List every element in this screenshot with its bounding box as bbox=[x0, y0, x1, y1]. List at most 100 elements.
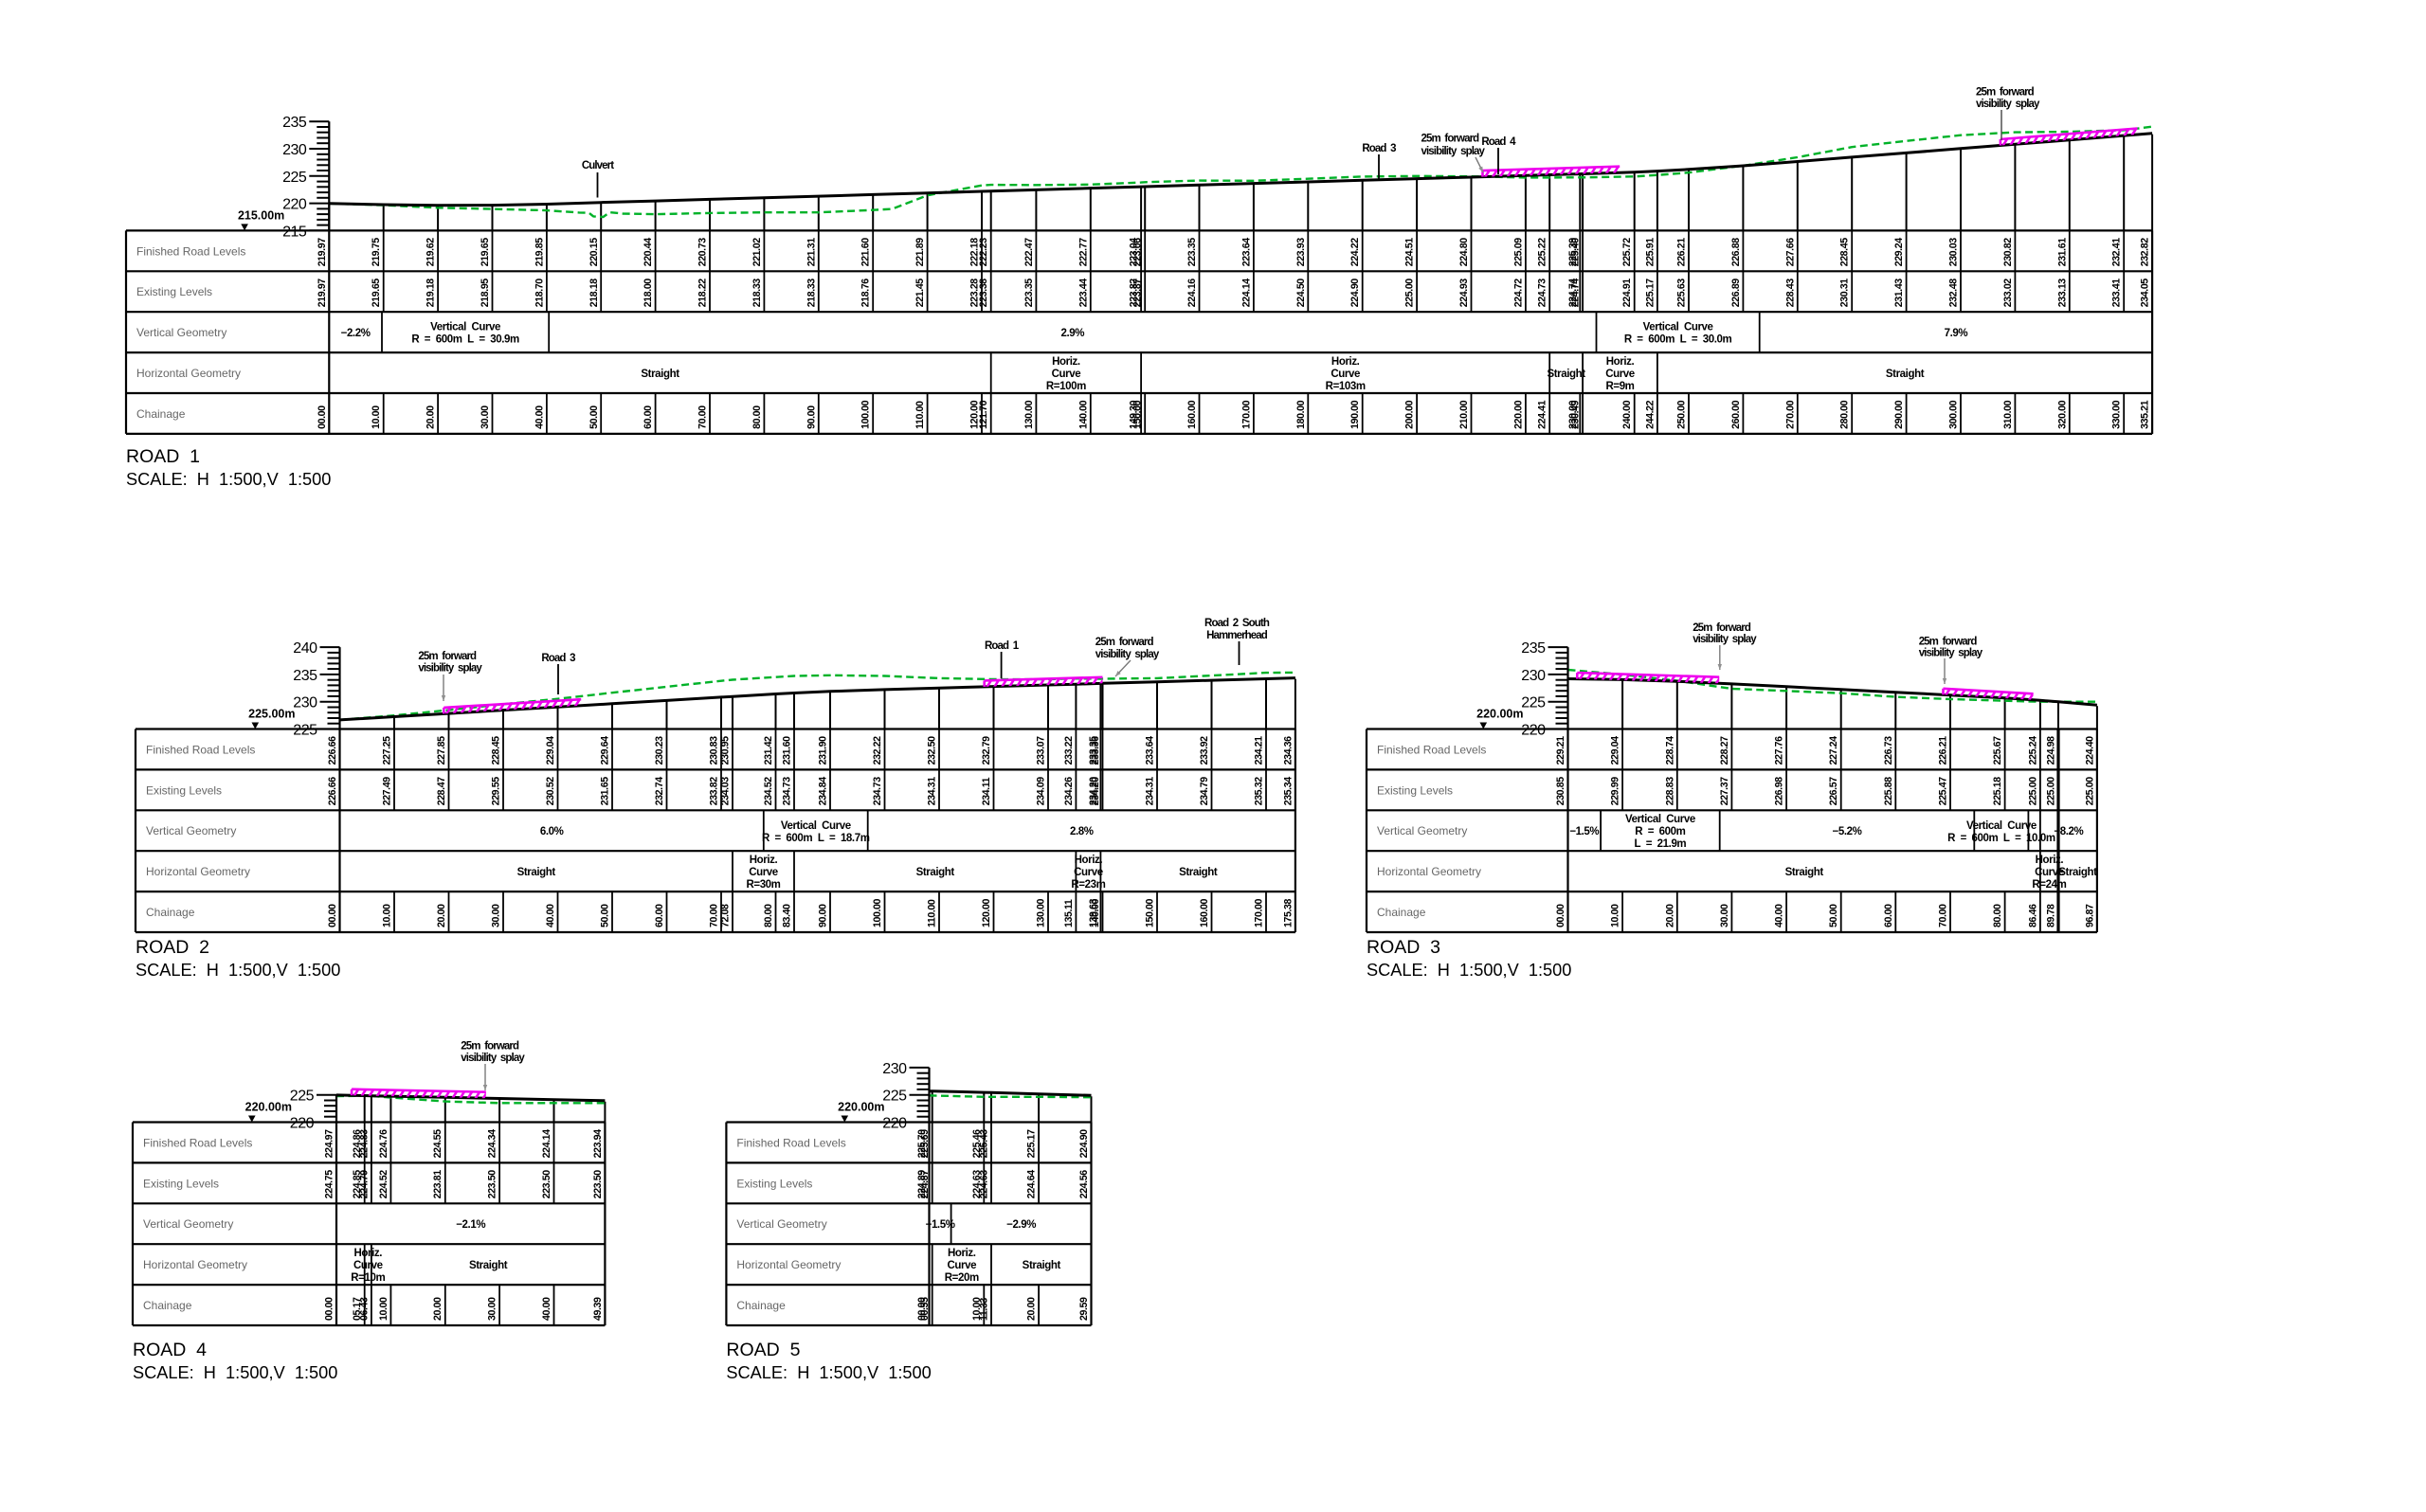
svg-text:visibility splay: visibility splay bbox=[461, 1053, 525, 1064]
svg-text:Existing Levels: Existing Levels bbox=[143, 1177, 219, 1190]
svg-text:R=23m: R=23m bbox=[1071, 879, 1105, 891]
svg-text:225.70: 225.70 bbox=[916, 1129, 928, 1159]
svg-text:224.75: 224.75 bbox=[324, 1170, 335, 1199]
svg-text:223.04: 223.04 bbox=[1129, 238, 1140, 267]
svg-text:224.87: 224.87 bbox=[919, 1170, 931, 1199]
svg-text:Curve: Curve bbox=[353, 1260, 383, 1271]
svg-text:233.92: 233.92 bbox=[1199, 736, 1210, 765]
svg-text:225.00: 225.00 bbox=[2046, 777, 2057, 806]
svg-text:Vertical Curve: Vertical Curve bbox=[781, 820, 851, 832]
svg-text:218.95: 218.95 bbox=[480, 279, 491, 308]
svg-text:Horiz.: Horiz. bbox=[1052, 356, 1080, 368]
svg-text:−1.5%: −1.5% bbox=[1569, 826, 1599, 837]
svg-text:229.99: 229.99 bbox=[1610, 777, 1621, 806]
svg-text:Finished Road Levels: Finished Road Levels bbox=[143, 1137, 252, 1150]
svg-text:−2.2%: −2.2% bbox=[341, 328, 371, 339]
svg-text:Horiz.: Horiz. bbox=[1331, 356, 1360, 368]
svg-text:00.00: 00.00 bbox=[324, 1297, 335, 1321]
svg-text:200.00: 200.00 bbox=[1404, 400, 1416, 429]
svg-text:Straight: Straight bbox=[1547, 369, 1585, 380]
svg-text:83.40: 83.40 bbox=[782, 904, 793, 927]
svg-text:−1.5%: −1.5% bbox=[926, 1219, 955, 1231]
svg-text:Existing Levels: Existing Levels bbox=[146, 783, 222, 797]
svg-text:2.8%: 2.8% bbox=[1070, 826, 1094, 837]
svg-text:Road 4: Road 4 bbox=[1481, 136, 1516, 148]
svg-text:Chainage: Chainage bbox=[1377, 906, 1426, 919]
svg-text:Horiz.: Horiz. bbox=[2036, 855, 2064, 866]
svg-text:230.23: 230.23 bbox=[654, 736, 665, 765]
svg-text:190.00: 190.00 bbox=[1349, 400, 1361, 429]
svg-text:222.77: 222.77 bbox=[1077, 238, 1089, 267]
svg-text:Road 3: Road 3 bbox=[1362, 143, 1396, 154]
svg-text:50.00: 50.00 bbox=[588, 405, 600, 429]
svg-text:140.00: 140.00 bbox=[1090, 898, 1101, 927]
svg-text:233.13: 233.13 bbox=[2056, 279, 2068, 308]
svg-text:Straight: Straight bbox=[641, 369, 679, 380]
svg-text:25m forward: 25m forward bbox=[1976, 87, 2035, 99]
svg-text:Chainage: Chainage bbox=[136, 407, 186, 421]
svg-text:−5.2%: −5.2% bbox=[1833, 826, 1862, 837]
svg-text:230.00: 230.00 bbox=[1567, 400, 1579, 429]
svg-text:220.00: 220.00 bbox=[1512, 400, 1524, 429]
svg-text:226.21: 226.21 bbox=[1676, 238, 1688, 267]
svg-text:90.00: 90.00 bbox=[806, 405, 817, 429]
svg-text:Curve: Curve bbox=[1331, 369, 1360, 380]
svg-text:10.00: 10.00 bbox=[382, 904, 393, 927]
svg-text:visibility splay: visibility splay bbox=[1919, 648, 1983, 659]
svg-text:L = 21.9m: L = 21.9m bbox=[1635, 838, 1687, 850]
svg-text:224.55: 224.55 bbox=[432, 1129, 444, 1159]
svg-text:225: 225 bbox=[290, 1089, 315, 1105]
svg-text:225.69: 225.69 bbox=[919, 1129, 931, 1159]
svg-text:231.90: 231.90 bbox=[818, 736, 829, 765]
svg-text:228.83: 228.83 bbox=[1664, 777, 1675, 806]
svg-text:221.45: 221.45 bbox=[914, 279, 926, 308]
svg-text:229.64: 229.64 bbox=[600, 736, 611, 765]
svg-text:70.00: 70.00 bbox=[709, 904, 720, 927]
svg-text:226.57: 226.57 bbox=[1828, 777, 1839, 806]
svg-text:224.90: 224.90 bbox=[1078, 1129, 1090, 1159]
svg-text:Horiz.: Horiz. bbox=[354, 1248, 383, 1259]
svg-text:219.18: 219.18 bbox=[425, 279, 437, 308]
svg-text:233.07: 233.07 bbox=[1036, 736, 1047, 765]
svg-text:R = 600m L = 30.9m: R = 600m L = 30.9m bbox=[411, 334, 519, 346]
svg-text:R=10m: R=10m bbox=[351, 1272, 385, 1284]
svg-text:Finished Road Levels: Finished Road Levels bbox=[1377, 744, 1486, 757]
svg-text:Straight: Straight bbox=[1179, 867, 1218, 878]
svg-text:233.64: 233.64 bbox=[1145, 736, 1156, 765]
svg-text:234.52: 234.52 bbox=[763, 777, 774, 806]
svg-text:224.40: 224.40 bbox=[2084, 736, 2095, 765]
svg-text:232.82: 232.82 bbox=[2140, 238, 2151, 267]
svg-text:20.00: 20.00 bbox=[1026, 1297, 1038, 1321]
svg-text:224.52: 224.52 bbox=[378, 1170, 389, 1199]
svg-text:25m forward: 25m forward bbox=[1095, 637, 1154, 648]
svg-text:227.24: 227.24 bbox=[1828, 736, 1839, 765]
svg-text:160.00: 160.00 bbox=[1199, 898, 1210, 927]
svg-text:225.17: 225.17 bbox=[1644, 279, 1656, 308]
svg-text:230.85: 230.85 bbox=[1555, 777, 1566, 806]
svg-text:visibility splay: visibility splay bbox=[1095, 649, 1160, 660]
svg-text:ROAD 2: ROAD 2 bbox=[136, 937, 209, 958]
svg-text:10.00: 10.00 bbox=[378, 1297, 389, 1321]
svg-text:Finished Road Levels: Finished Road Levels bbox=[736, 1137, 845, 1150]
svg-text:Road 3: Road 3 bbox=[541, 653, 575, 664]
svg-text:227.66: 227.66 bbox=[1784, 238, 1796, 267]
svg-text:234.21: 234.21 bbox=[1254, 736, 1265, 765]
svg-text:100.00: 100.00 bbox=[872, 898, 883, 927]
svg-text:224.79: 224.79 bbox=[358, 1170, 370, 1199]
svg-text:229.21: 229.21 bbox=[1555, 736, 1566, 765]
svg-text:Curve: Curve bbox=[1052, 369, 1081, 380]
svg-text:233.41: 233.41 bbox=[2111, 279, 2123, 308]
svg-text:Horiz.: Horiz. bbox=[750, 855, 778, 866]
svg-text:225.00m: 225.00m bbox=[248, 708, 295, 721]
svg-text:231.61: 231.61 bbox=[2056, 238, 2068, 267]
svg-text:120.00: 120.00 bbox=[969, 400, 981, 429]
svg-text:233.82: 233.82 bbox=[709, 777, 720, 806]
svg-text:225.91: 225.91 bbox=[1644, 238, 1656, 267]
svg-text:226.98: 226.98 bbox=[1774, 777, 1785, 806]
svg-text:30.00: 30.00 bbox=[480, 405, 491, 429]
svg-text:Road 1: Road 1 bbox=[985, 640, 1020, 652]
svg-text:220.44: 220.44 bbox=[643, 238, 654, 267]
svg-text:49.39: 49.39 bbox=[592, 1297, 604, 1321]
svg-text:60.00: 60.00 bbox=[654, 904, 665, 927]
svg-text:228.27: 228.27 bbox=[1719, 736, 1730, 765]
